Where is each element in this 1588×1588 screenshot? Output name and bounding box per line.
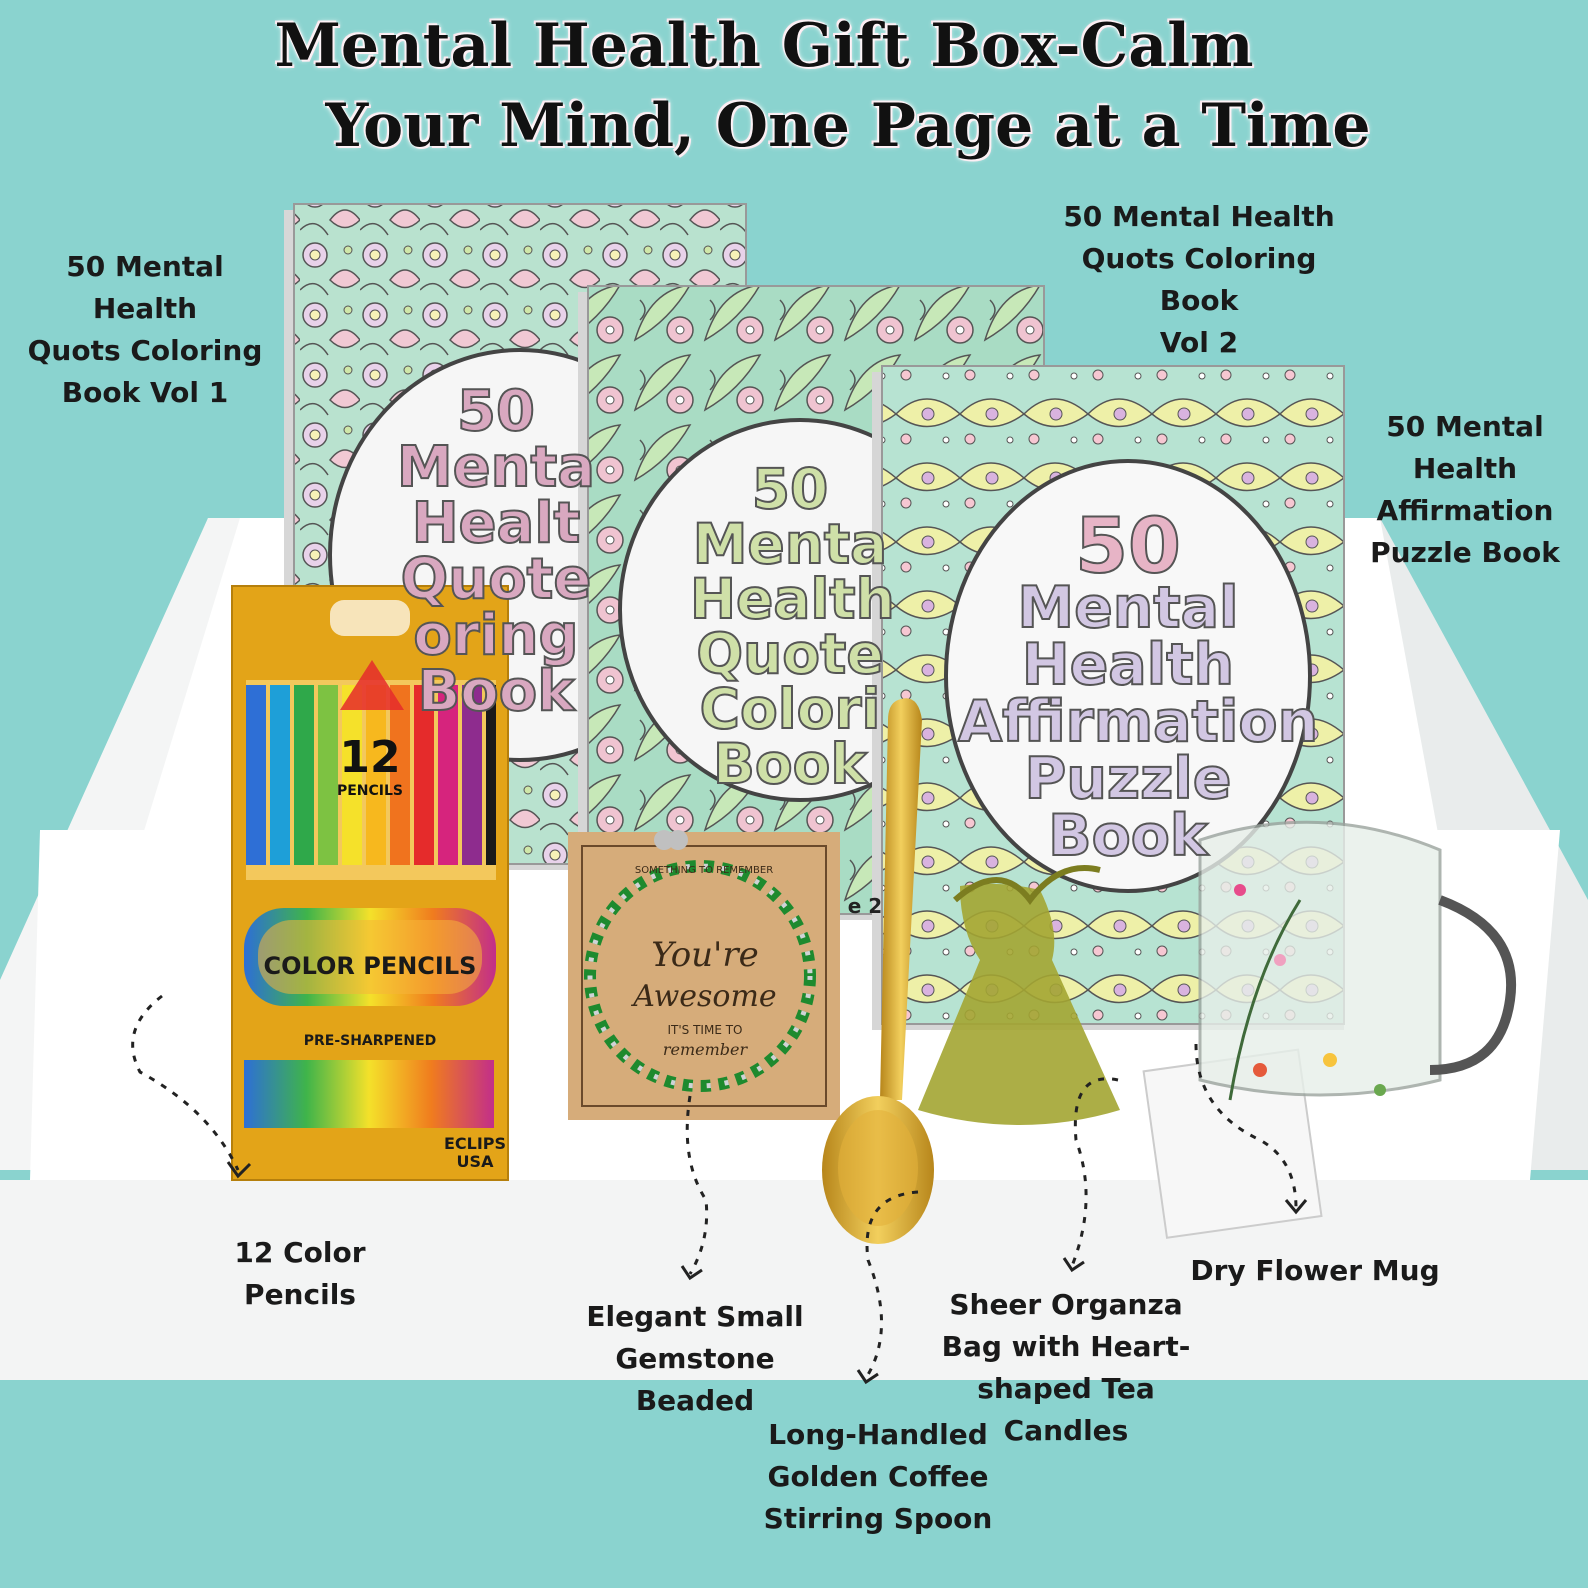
pencil-box-brand-line1: ECLIPS	[443, 1134, 507, 1153]
pencil-box-subtitle: PRE-SHARPENED	[303, 1033, 437, 1049]
label-organza-bag: Sheer Organza Bag with Heart- shaped Tea…	[941, 1288, 1191, 1447]
label-affirmation-puzzle-book: 50 Mental Health Affirmation Puzzle Book	[1370, 410, 1560, 569]
dashed-arrow-icon	[1070, 1077, 1119, 1267]
pencil-box-name: COLOR PENCILS	[263, 952, 477, 980]
headline-line-2: Your Mind, One Page at a Time	[325, 91, 1371, 161]
label-coloring-book-vol2: 50 Mental Health Quots Coloring Book Vol…	[1063, 200, 1335, 359]
bracelet-card-line4: remember	[662, 1040, 748, 1059]
pencil-count: 12	[339, 732, 401, 783]
golden-spoon	[822, 698, 934, 1244]
pencil-count-label: PENCILS	[336, 783, 404, 799]
label-dry-flower-mug: Dry Flower Mug	[1190, 1254, 1440, 1287]
bracelet-card-line2: Awesome	[633, 979, 777, 1014]
headline-line-1: Mental Health Gift Box-Calm	[274, 11, 1254, 81]
bracelet-card-line3: IT'S TIME TO	[667, 1023, 743, 1037]
label-coloring-book-vol1: 50 Mental Health Quots Coloring Book Vol…	[27, 250, 263, 409]
dashed-arrow-icon	[864, 1190, 919, 1379]
book3-cover-title: Mental Health Affirmation Puzzle Book	[957, 575, 1319, 869]
book2-cover-title: 50 Menta Health Quote Colori Book	[689, 457, 896, 796]
label-gemstone-bracelet: Elegant Small Gemstone Beaded	[586, 1300, 804, 1417]
dashed-arrow-icon	[685, 1095, 709, 1275]
bracelet-card-line1: You're	[651, 935, 759, 975]
book2-cover-badge: e 2	[847, 894, 883, 918]
book1-cover-title: 50 Menta Healt Quote oring Book	[396, 379, 596, 724]
organza-bag	[918, 865, 1120, 1125]
bracelet-card	[568, 830, 840, 1120]
dry-flower-mug	[1142, 820, 1517, 1239]
book3-cover-number: 50	[1074, 501, 1182, 590]
pencil-box	[231, 585, 509, 1181]
label-golden-spoon: Long-Handled Golden Coffee Stirring Spoo…	[763, 1418, 993, 1535]
pencil-box-brand-line2: USA	[456, 1152, 494, 1171]
bracelet-card-top-text: SOMETHING TO REMEMBER	[634, 865, 774, 876]
label-color-pencils: 12 Color Pencils	[234, 1236, 366, 1311]
dashed-arrow-icon	[131, 994, 240, 1171]
